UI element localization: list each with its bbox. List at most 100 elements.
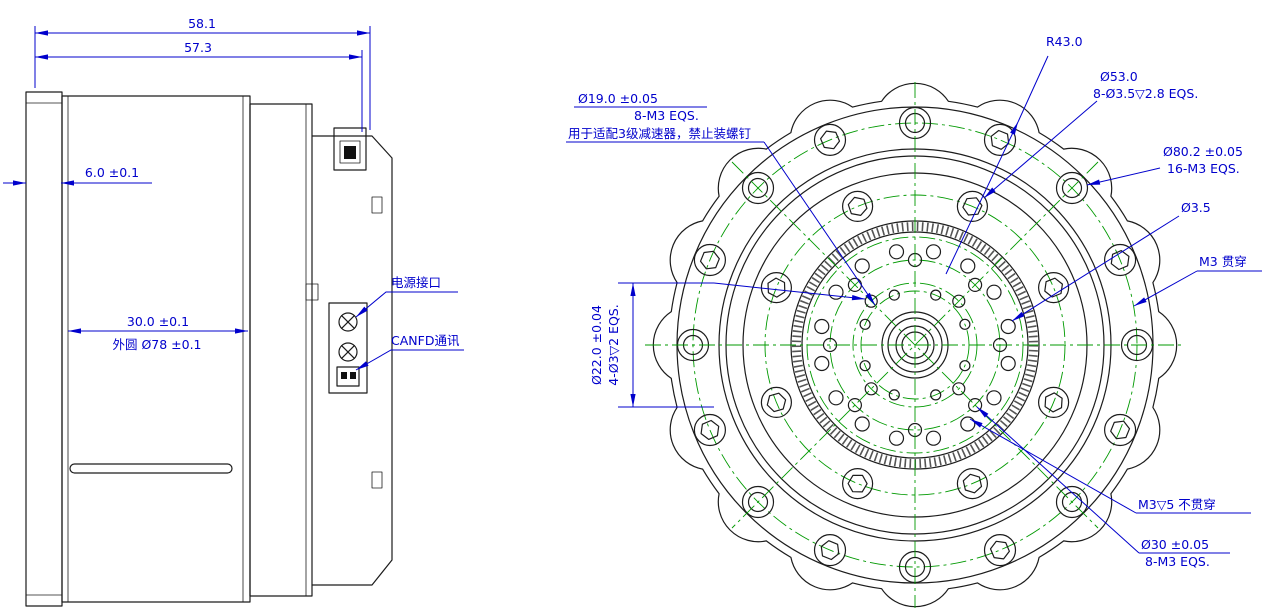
top-boss xyxy=(333,127,367,171)
outer-bolt-boss xyxy=(1055,485,1089,519)
bc53-leader xyxy=(983,100,1098,199)
outer-bolt-hole xyxy=(747,491,769,513)
side-tab-lower xyxy=(371,471,383,489)
pattern-hole xyxy=(888,389,900,401)
outer-scalloped-contour xyxy=(652,82,1178,608)
hex-socket xyxy=(989,540,1011,560)
hex-socket xyxy=(1044,392,1063,413)
hex-socket xyxy=(847,196,868,216)
screw-head xyxy=(1037,386,1070,418)
hex-socket xyxy=(700,419,720,440)
mid-section xyxy=(249,103,313,597)
dim-bc53-label-1: Ø53.0 xyxy=(1100,69,1138,84)
canfd-pin xyxy=(341,372,347,379)
canfd-label: CANFD通讯 xyxy=(391,333,460,348)
pattern-hole xyxy=(859,318,871,330)
dim-hole35-label: Ø3.5 xyxy=(1181,200,1211,215)
pattern-hole xyxy=(1000,318,1016,335)
screw-head xyxy=(956,190,989,222)
connector-block xyxy=(328,302,368,394)
dim-bc22-label-1: Ø22.0 ±0.04 xyxy=(589,305,604,385)
pattern-hole xyxy=(854,416,870,432)
power-pin-1 xyxy=(338,312,358,332)
screw-head xyxy=(1037,272,1070,304)
end-plate xyxy=(311,135,393,586)
pattern-hole xyxy=(952,382,966,396)
pattern-hole xyxy=(828,284,844,300)
pattern-hole xyxy=(814,355,830,372)
dim-bc19-note: 用于适配3级减速器，禁止装螺钉 xyxy=(568,126,751,141)
pattern-hole xyxy=(986,284,1002,300)
outer-bolt-boss xyxy=(1103,413,1137,447)
flange-outline xyxy=(25,91,63,607)
hex-socket xyxy=(1110,250,1130,271)
pattern-hole xyxy=(967,277,983,292)
pattern-hole xyxy=(986,390,1002,406)
power-pin-2 xyxy=(338,342,358,362)
dim-outer-circle-label: 外圆 Ø78 ±0.1 xyxy=(112,337,201,352)
front-view: R43.0 Ø53.0 8-Ø3.5▽2.8 EQS. Ø19.0 ±0.05 … xyxy=(566,34,1262,608)
pattern-hole xyxy=(888,289,900,301)
pattern-hole xyxy=(847,398,863,413)
dim-bc30-label-2: 8-M3 EQS. xyxy=(1145,554,1210,569)
side-tab-upper xyxy=(371,196,383,214)
hex-socket xyxy=(820,540,840,561)
pattern-hole xyxy=(888,244,905,260)
power-pin-2-cross xyxy=(341,345,355,359)
hex-socket xyxy=(990,129,1010,150)
dim-m3-blind-label: M3▽5 不贯穿 xyxy=(1138,497,1216,512)
outer-bolt-boss xyxy=(813,533,847,567)
hex-socket xyxy=(819,130,841,150)
outer-bolt-boss xyxy=(693,243,727,277)
hex-socket xyxy=(962,197,983,216)
outer-bolt-hole xyxy=(747,177,769,199)
pattern-hole xyxy=(828,390,844,406)
pattern-hole xyxy=(854,258,870,274)
side-view-geometry xyxy=(25,91,393,607)
power-port-leader xyxy=(355,291,458,318)
pattern-hole xyxy=(925,430,942,446)
outer-bolt-boss xyxy=(741,171,775,205)
centerline-diagonal xyxy=(731,161,1099,529)
canfd-connector xyxy=(336,366,360,387)
dim-bc30-label-1: Ø30 ±0.05 xyxy=(1141,537,1209,552)
outer-bolt-boss xyxy=(983,533,1017,567)
bc80-leader xyxy=(1086,167,1161,186)
pattern-hole xyxy=(959,318,971,330)
pattern-hole xyxy=(930,389,942,401)
pattern-hole xyxy=(960,258,976,274)
screw-head xyxy=(841,468,874,500)
screw-head xyxy=(760,386,793,418)
top-boss-screw xyxy=(344,146,356,159)
pattern-hole xyxy=(925,244,942,260)
radius-leader-tail xyxy=(1017,55,1049,123)
pattern-hole xyxy=(864,382,878,396)
dim-bc80-label-2: 16-M3 EQS. xyxy=(1167,161,1240,176)
pattern-hole xyxy=(814,318,830,335)
outer-bolt-hole xyxy=(1061,177,1083,199)
dim-bc19-label-2: 8-M3 EQS. xyxy=(634,108,699,123)
power-port-label: 电源接口 xyxy=(391,275,441,290)
pattern-hole xyxy=(859,360,871,372)
hex-socket xyxy=(1044,277,1064,298)
side-view: 58.1 57.3 6.0 ±0.1 30.0 ±0.1 外圆 Ø78 ±0.1… xyxy=(3,16,464,607)
hex-socket xyxy=(767,277,786,298)
dim-bc53-label-2: 8-Ø3.5▽2.8 EQS. xyxy=(1093,86,1198,101)
side-view-dimensions: 58.1 57.3 6.0 ±0.1 30.0 ±0.1 外圆 Ø78 ±0.1… xyxy=(3,16,464,371)
pattern-hole xyxy=(952,294,966,308)
housing-slot xyxy=(69,463,233,474)
hex-socket xyxy=(1110,420,1131,440)
front-view-dimensions: R43.0 Ø53.0 8-Ø3.5▽2.8 EQS. Ø19.0 ±0.05 … xyxy=(566,34,1262,569)
screw-head xyxy=(760,272,793,304)
connector-ledge xyxy=(305,283,319,301)
bc22-leader xyxy=(713,282,866,301)
dim-bc19-label-1: Ø19.0 ±0.05 xyxy=(578,91,658,106)
pattern-hole xyxy=(960,416,976,432)
hex-socket xyxy=(699,250,720,270)
outer-bolt-boss xyxy=(741,485,775,519)
dim-total-width-label: 58.1 xyxy=(188,16,216,31)
pattern-hole xyxy=(959,360,971,372)
canfd-pin xyxy=(350,372,356,379)
